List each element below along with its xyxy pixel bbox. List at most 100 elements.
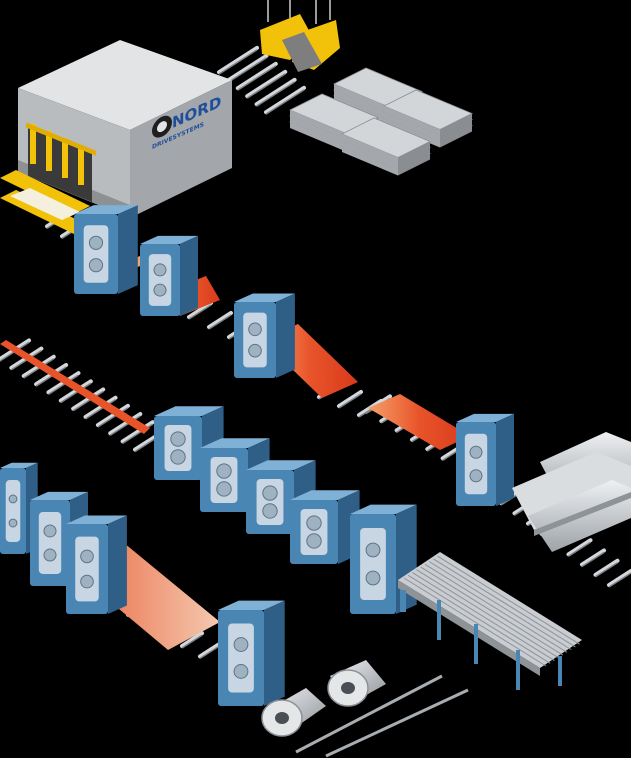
housing-window	[464, 433, 488, 495]
steel-coils	[261, 660, 469, 758]
tandem-stand-2	[30, 491, 88, 586]
reheating-furnace: NORD DRIVESYSTEMS	[18, 40, 232, 218]
housing-side	[276, 293, 295, 378]
housing-top	[456, 413, 514, 422]
roller-shadow	[72, 390, 104, 412]
roller	[108, 412, 143, 436]
slab-side	[290, 122, 346, 152]
work-roll	[88, 235, 104, 250]
slab-front	[440, 119, 472, 142]
housing-top	[290, 490, 360, 500]
roller	[83, 395, 118, 419]
work-roll	[365, 542, 381, 558]
roller-shadow	[60, 382, 92, 404]
strip-segment	[368, 394, 470, 450]
work-roll	[43, 548, 57, 562]
roller-shadow	[85, 399, 116, 420]
housing-top	[218, 600, 285, 610]
roller	[264, 85, 306, 115]
housing-top	[200, 438, 270, 448]
roller-shadow	[181, 634, 203, 649]
roller	[235, 61, 278, 91]
roller	[207, 310, 233, 330]
slab-side	[334, 90, 390, 120]
slab-side	[342, 140, 398, 170]
furnace-discharge-skid	[0, 170, 90, 234]
housing-top	[0, 462, 38, 468]
table-line	[403, 577, 547, 667]
work-roll	[80, 549, 94, 564]
finishing-stand-4	[290, 490, 360, 564]
table-line	[437, 555, 580, 645]
table-line	[407, 574, 551, 664]
roller	[180, 631, 204, 648]
roller-shadow	[256, 81, 296, 107]
work-roll	[233, 637, 249, 652]
slab-side	[384, 112, 440, 142]
roller-shadow	[199, 644, 221, 660]
work-roll	[469, 445, 483, 459]
roller	[593, 558, 620, 577]
table-line	[433, 558, 576, 648]
roller-shadow	[35, 366, 67, 387]
work-roll	[8, 494, 18, 504]
housing-window	[228, 623, 254, 693]
housing-top	[246, 460, 316, 470]
runout-table	[398, 552, 582, 690]
roughing-stand-2	[140, 235, 198, 316]
roller	[580, 548, 606, 567]
work-roll	[43, 524, 57, 538]
work-roll	[153, 263, 167, 277]
housing-window	[243, 312, 267, 368]
finished-plates	[512, 432, 631, 552]
coiler-stand	[218, 600, 285, 706]
slab-side	[384, 106, 440, 136]
work-roll	[262, 485, 278, 501]
tandem-stand-3	[66, 515, 127, 614]
roller-shadow	[338, 393, 362, 409]
roller-shadow	[595, 562, 618, 578]
work-roll	[216, 463, 232, 479]
housing-side	[496, 413, 514, 506]
housing-window	[75, 536, 99, 602]
roller-shadow	[188, 304, 212, 320]
roller	[187, 300, 213, 320]
work-roll	[233, 664, 249, 679]
roller	[217, 45, 259, 75]
housing-top	[154, 406, 224, 416]
work-roll	[8, 518, 18, 528]
table-line	[428, 561, 572, 651]
roller-shadow	[237, 65, 277, 91]
slab-side	[290, 116, 346, 146]
roller-shadow	[265, 89, 305, 115]
roller	[226, 53, 269, 83]
table-line	[412, 572, 555, 661]
roller-shadow	[208, 314, 232, 330]
roller-shadow	[246, 73, 286, 99]
roller	[95, 403, 130, 428]
slab-side	[342, 146, 398, 176]
work-roll	[262, 503, 278, 519]
roller	[566, 538, 593, 557]
roller-shadow	[218, 49, 258, 75]
roller	[198, 641, 222, 659]
table-line	[424, 563, 568, 653]
slab-front	[398, 153, 430, 176]
roughing-stand-3	[234, 293, 295, 378]
roller	[245, 69, 288, 99]
slab-front	[440, 113, 472, 136]
roller	[607, 568, 631, 588]
housing-top	[66, 515, 127, 524]
housing-top	[140, 235, 198, 244]
roller	[337, 389, 363, 409]
work-roll	[248, 322, 262, 337]
roller-shadow	[608, 572, 631, 588]
roller	[120, 420, 155, 444]
overhead-crane	[260, 0, 340, 72]
housing-top	[74, 205, 138, 214]
work-roll	[248, 343, 262, 358]
coil-2	[327, 660, 386, 707]
work-roll	[306, 533, 322, 549]
work-roll	[88, 258, 104, 273]
